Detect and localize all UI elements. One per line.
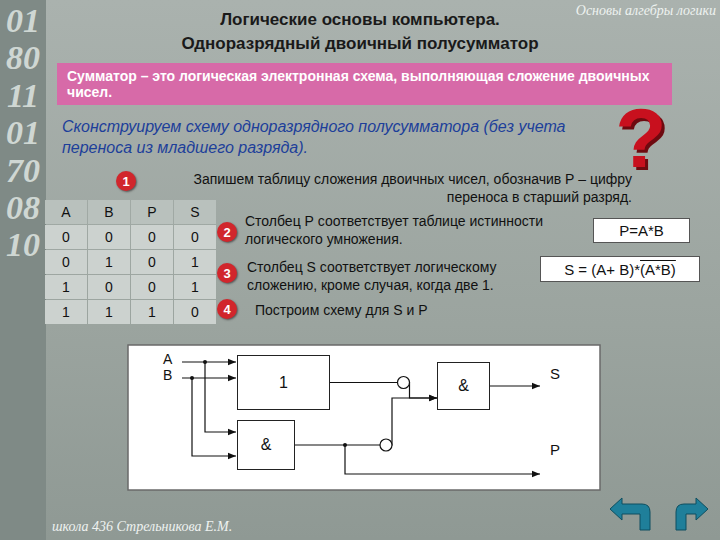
step-number: 3: [217, 263, 237, 283]
output-wire: [490, 385, 540, 386]
step-text: Построим схему для S и Р: [255, 301, 555, 319]
decor-digits: 01801101700810: [6, 2, 40, 264]
left-strip: [0, 0, 46, 540]
step-number: 1: [116, 171, 136, 191]
formula-box: S = (A+ B)*(A*B): [540, 256, 700, 282]
question-mark: ?: [606, 96, 676, 180]
table-cell: 1: [174, 250, 216, 274]
formula-text: P=A*B: [619, 222, 664, 239]
nav-back-arrow: [610, 498, 650, 530]
formula-box: P=A*B: [593, 218, 690, 243]
callout-number: 2: [223, 225, 230, 240]
gate-symbol: &: [458, 377, 469, 395]
table-cell: 0: [131, 225, 173, 249]
callout-number: 1: [122, 174, 129, 189]
signal-name: P: [550, 440, 570, 460]
table-cell: 0: [88, 275, 130, 299]
junction-dot: [190, 376, 194, 380]
callout-number: 3: [223, 266, 230, 281]
and-gate: &: [237, 420, 295, 470]
table-cell: 0: [45, 225, 87, 249]
formula-text: (A*B): [640, 261, 676, 278]
nav-forward-arrow: [676, 498, 708, 530]
and-gate: &: [437, 362, 490, 410]
slide-title: Логические основы компьютера. Одноразряд…: [150, 8, 570, 56]
output-wire: [345, 445, 540, 474]
table-cell: 0: [45, 250, 87, 274]
gate-symbol: &: [261, 436, 272, 454]
step-text: Столбец S соответствует логическому слож…: [247, 258, 537, 294]
corner-heading: Основы алгебры логики: [540, 2, 716, 20]
input-wire: [182, 361, 236, 362]
intro-text: Сконструируем схему одноразрядного полус…: [62, 116, 602, 158]
junction-dot: [203, 360, 207, 364]
definition-box: Сумматор – это логическая электронная сх…: [57, 63, 672, 105]
step-text: Столбец Р соответствует таблице истиннос…: [245, 212, 590, 248]
table-cell: P: [131, 200, 173, 224]
definition-text: Сумматор – это логическая электронная сх…: [67, 68, 662, 100]
step-number: 4: [217, 299, 237, 319]
table-cell: 0: [131, 275, 173, 299]
gate-symbol: 1: [279, 374, 288, 392]
table-cell: 1: [45, 300, 87, 324]
footer-text: школа 436 Стрельникова Е.М.: [52, 518, 352, 536]
input-wire: [192, 378, 236, 456]
input-wire: [205, 362, 236, 432]
circuit-panel: [128, 345, 600, 490]
table-cell: 0: [174, 225, 216, 249]
table-cell: 1: [174, 275, 216, 299]
table-cell: 0: [131, 250, 173, 274]
signal-name: S: [550, 364, 570, 384]
table-cell: B: [88, 200, 130, 224]
table-cell: 0: [88, 225, 130, 249]
table-cell: S: [174, 200, 216, 224]
step-number: 2: [217, 222, 237, 242]
callout-number: 4: [223, 302, 230, 317]
inverter-circle: [398, 377, 410, 389]
table-cell: A: [45, 200, 87, 224]
table-cell: 1: [88, 250, 130, 274]
formula-text: S = (A+ B)*: [564, 261, 640, 278]
or-gate: 1: [237, 355, 330, 410]
table-cell: 1: [131, 300, 173, 324]
signal-name: B: [163, 366, 179, 384]
table-cell: 0: [174, 300, 216, 324]
table-cell: 1: [88, 300, 130, 324]
signal-name: A: [163, 350, 179, 368]
table-cell: 1: [45, 275, 87, 299]
inverter-circle: [380, 439, 392, 451]
signal-connector: [330, 383, 437, 399]
